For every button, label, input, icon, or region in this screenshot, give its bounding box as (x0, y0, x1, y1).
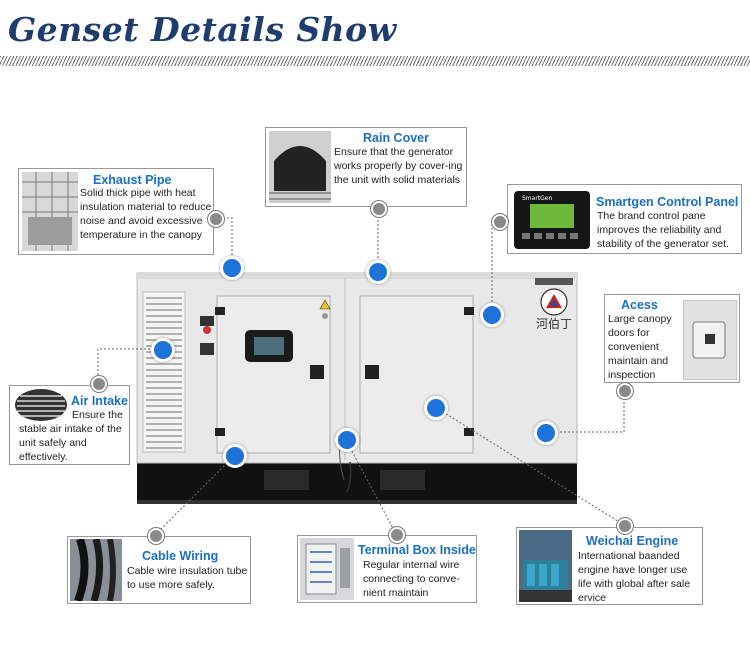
anchor-dot-control-panel (492, 214, 508, 230)
control-panel-title: Smartgen Control Panel (596, 195, 739, 209)
anchor-dot-exhaust-pipe (208, 211, 224, 227)
weichai-engine-title: Weichai Engine (586, 534, 679, 548)
anchor-dot-rain-cover (371, 201, 387, 217)
callout-weichai-engine: Weichai Engine International baanded eng… (516, 527, 703, 605)
exhaust-pipe-text: Solid thick pipe with heat insulation ma… (80, 187, 212, 241)
anchor-dot-air-intake (91, 376, 107, 392)
anchor-dot-terminal-box (389, 527, 405, 543)
weichai-engine-photo (519, 530, 572, 602)
rain-cover-title: Rain Cover (363, 131, 429, 145)
rain-cover-photo (269, 131, 331, 203)
terminal-box-photo (300, 538, 354, 600)
air-intake-text: stable air intake of the unit safely and… (19, 423, 122, 463)
anchor-dot-weichai-engine (617, 518, 633, 534)
control-panel-photo: SmartGen (512, 189, 592, 251)
title-underline (0, 56, 750, 66)
marker-exhaust-pipe (220, 256, 244, 280)
rain-cover-text: Ensure that the generator works properly… (334, 146, 463, 186)
callout-rain-cover: Rain Cover Ensure that the generator wor… (265, 127, 467, 207)
callout-cable-wiring: Cable Wiring Cable wire insulation tube … (67, 536, 251, 604)
callout-access: Acess Large canopy doors for convenient … (604, 294, 740, 383)
callout-air-intake: Air Intake Ensure the stable air intake … (9, 385, 130, 465)
svg-text:河伯丁: 河伯丁 (536, 316, 572, 331)
cable-wiring-text: Cable wire insulation tube to use more s… (127, 565, 248, 591)
exhaust-pipe-photo (22, 172, 78, 251)
access-door-photo (683, 300, 737, 380)
callout-exhaust-pipe: Exhaust Pipe Solid thick pipe with heat … (18, 168, 214, 255)
marker-air-intake (151, 338, 175, 362)
cable-wiring-photo (70, 539, 122, 601)
anchor-dot-access (617, 383, 633, 399)
access-text: Large canopy doors for convenient mainta… (608, 313, 672, 381)
control-panel-text: The brand control pane improves the reli… (597, 210, 729, 250)
cable-wiring-title: Cable Wiring (142, 549, 219, 563)
air-intake-text-line1: Ensure the (72, 409, 123, 421)
terminal-box-title: Terminal Box Inside (358, 543, 476, 557)
callout-terminal-box: Terminal Box Inside Regular internal wir… (297, 535, 477, 603)
air-intake-title: Air Intake (71, 394, 128, 408)
marker-cable-wiring (223, 444, 247, 468)
air-intake-photo (14, 388, 68, 422)
weichai-engine-text: International baanded engine have longer… (578, 550, 691, 604)
svg-text:SmartGen: SmartGen (522, 195, 552, 202)
exhaust-pipe-title: Exhaust Pipe (93, 173, 172, 187)
access-title: Acess (621, 298, 658, 312)
marker-weichai-engine (424, 396, 448, 420)
marker-control-panel (480, 303, 504, 327)
marker-access (534, 421, 558, 445)
callout-control-panel: SmartGen Smartgen Control Panel The bran… (507, 184, 742, 254)
marker-terminal-box (335, 428, 359, 452)
page-title: Genset Details Show (8, 10, 397, 49)
anchor-dot-cable-wiring (148, 528, 164, 544)
marker-rain-cover (366, 260, 390, 284)
terminal-box-text: Regular internal wire connecting to conv… (363, 559, 460, 599)
